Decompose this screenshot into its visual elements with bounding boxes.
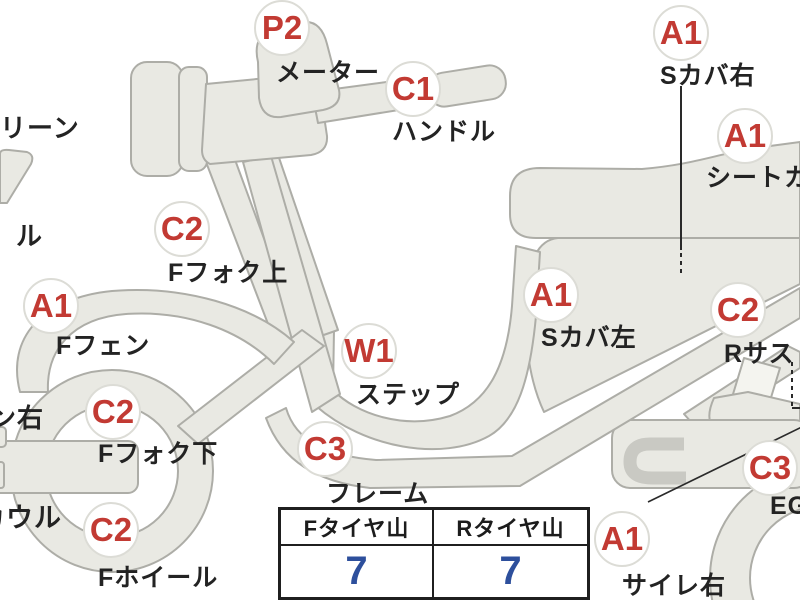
- badge-seat: A1: [717, 108, 773, 164]
- label-scover-right: Sカバ右: [660, 62, 756, 90]
- tire-table-value-row: 7 7: [281, 546, 587, 597]
- label-fwheel: Fホイール: [98, 564, 219, 592]
- label-engine: EG: [770, 492, 800, 520]
- badge-step: W1: [341, 323, 397, 379]
- headlight-box-front: [130, 61, 184, 177]
- rear-tire-value: 7: [499, 549, 522, 593]
- tire-table-header-row: Fタイヤ山 Rタイヤ山: [281, 510, 587, 546]
- left-edge-fragment-2: [0, 461, 5, 489]
- seat: [509, 141, 800, 239]
- front-tire-header: Fタイヤ山: [281, 510, 434, 544]
- badge-fwheel: C2: [83, 502, 139, 558]
- rear-tire-header: Rタイヤ山: [456, 516, 565, 541]
- badge-meter: P2: [254, 0, 310, 56]
- label-ffork-upper: Fフォク上: [168, 259, 289, 287]
- exhaust-pipe: [623, 437, 686, 485]
- label-step: ステップ: [356, 381, 461, 409]
- front-fork-lower: [177, 329, 325, 445]
- label-handle: ハンドル: [392, 118, 497, 146]
- label-meter: メーター: [276, 59, 381, 87]
- badge-ffork-lower: C2: [85, 384, 141, 440]
- badge-frame: C3: [297, 421, 353, 477]
- label-partial-ru: ル: [16, 221, 44, 251]
- label-ffork-lower: Fフォク下: [98, 440, 219, 468]
- label-seat: シートカ: [706, 164, 800, 192]
- badge-silencer-right: A1: [594, 511, 650, 567]
- mirror-fragment: [0, 148, 34, 204]
- label-cowl-partial: カウル: [0, 503, 62, 533]
- label-ffender: Fフェン: [56, 332, 151, 360]
- rear-wheel-inner: [749, 508, 800, 600]
- leader-line-silencer: [647, 427, 800, 503]
- label-partial-right: ン右: [0, 403, 45, 433]
- label-screen-partial: リーン: [0, 113, 80, 143]
- badge-rsuspension: C2: [710, 282, 766, 338]
- left-edge-fragment: [0, 426, 7, 448]
- label-silencer-right: サイレ右: [622, 572, 727, 600]
- left-cowl-panel: [0, 440, 139, 494]
- tire-tread-table: Fタイヤ山 Rタイヤ山 7 7: [278, 507, 590, 600]
- badge-ffork-upper: C2: [154, 201, 210, 257]
- badge-handle: C1: [385, 61, 441, 117]
- front-tire-value: 7: [281, 546, 434, 597]
- badge-scover-left: A1: [523, 267, 579, 323]
- label-rsuspension: Rサス: [724, 340, 795, 368]
- floor-step: [306, 245, 541, 451]
- label-scover-left: Sカバ左: [541, 324, 637, 352]
- badge-engine: C3: [742, 440, 798, 496]
- label-frame: フレーム: [326, 480, 430, 508]
- badge-ffender: A1: [23, 278, 79, 334]
- badge-scover-right: A1: [653, 5, 709, 61]
